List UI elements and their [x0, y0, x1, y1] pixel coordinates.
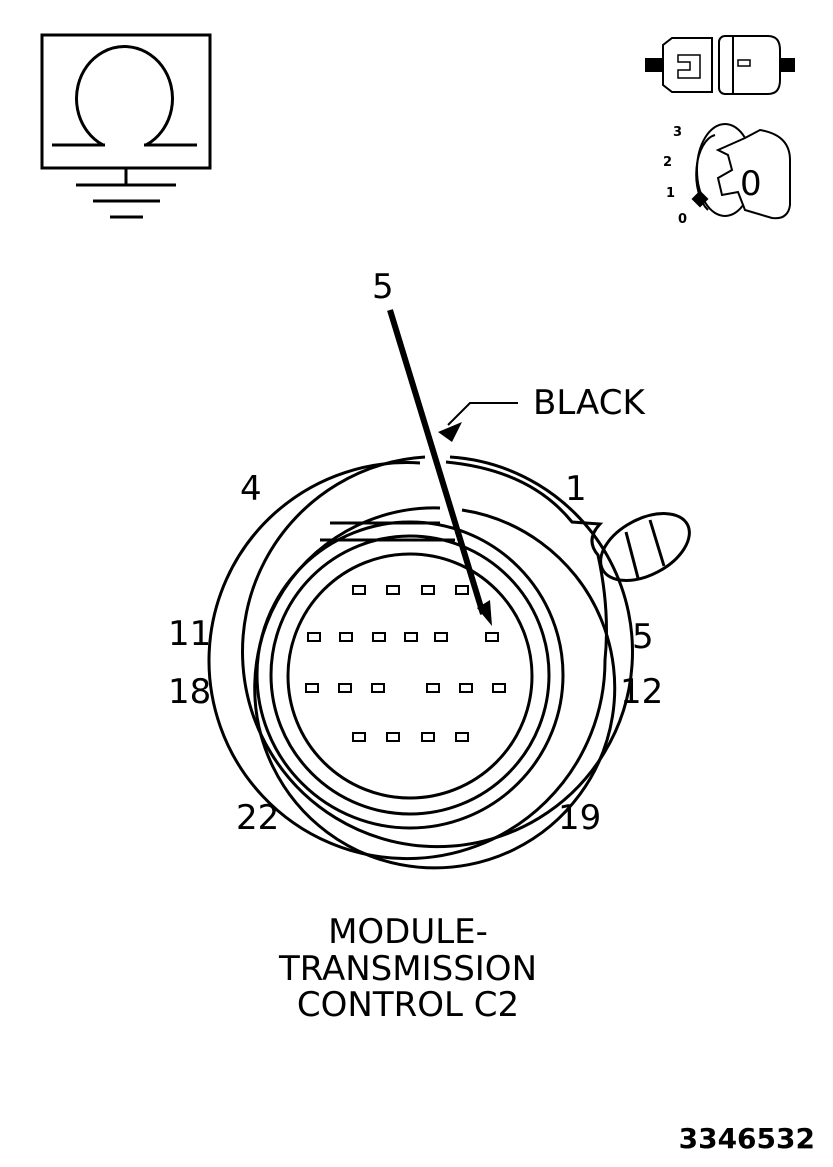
connector-body: [207, 455, 691, 870]
svg-text:12: 12: [620, 672, 663, 712]
cavity: [352, 732, 366, 742]
svg-text:MODULE-: MODULE-: [328, 912, 488, 952]
cavity-pointer: 5: [372, 267, 492, 626]
color-callout: BLACK: [438, 383, 646, 442]
cavity: [352, 585, 366, 595]
svg-text:19: 19: [558, 798, 601, 838]
cavity: [421, 732, 435, 742]
cavity: [492, 683, 506, 693]
svg-text:CONTROL C2: CONTROL C2: [297, 985, 519, 1025]
cavity: [307, 632, 321, 642]
cavity: [404, 632, 418, 642]
svg-text:0: 0: [678, 212, 687, 227]
cavity: [455, 585, 469, 595]
ignition-key-icon: 3 2 1 0 0: [663, 123, 791, 227]
cavity: [485, 632, 499, 642]
ground-symbol-icon: [40, 33, 212, 219]
svg-text:3: 3: [673, 125, 682, 140]
svg-text:5: 5: [632, 617, 654, 657]
svg-text:22: 22: [236, 798, 279, 838]
svg-text:1: 1: [565, 469, 587, 509]
cavity: [434, 632, 448, 642]
svg-text:0: 0: [740, 164, 762, 204]
svg-text:TRANSMISSION: TRANSMISSION: [278, 949, 537, 989]
svg-text:11: 11: [168, 614, 211, 654]
cavity: [426, 683, 440, 693]
cavity: [386, 585, 400, 595]
cavity: [371, 683, 385, 693]
connector-plug-icon: [645, 35, 795, 95]
figure-number: 3346532: [679, 1122, 815, 1155]
svg-text:2: 2: [663, 155, 672, 170]
cavity: [386, 732, 400, 742]
svg-text:BLACK: BLACK: [533, 383, 646, 423]
pin-number-labels: 4 1 11 18 5 12 22 19: [168, 469, 663, 838]
svg-text:4: 4: [240, 469, 262, 509]
cavity: [339, 632, 353, 642]
svg-text:5: 5: [372, 267, 394, 307]
svg-text:18: 18: [168, 672, 211, 712]
cavity: [372, 632, 386, 642]
terminal-cavities: [305, 585, 506, 742]
cavity: [305, 683, 319, 693]
cavity: [459, 683, 473, 693]
svg-text:1: 1: [666, 186, 675, 201]
cavity: [421, 585, 435, 595]
connector-caption: MODULE- TRANSMISSION CONTROL C2: [278, 912, 537, 1025]
cavity: [455, 732, 469, 742]
cavity: [338, 683, 352, 693]
